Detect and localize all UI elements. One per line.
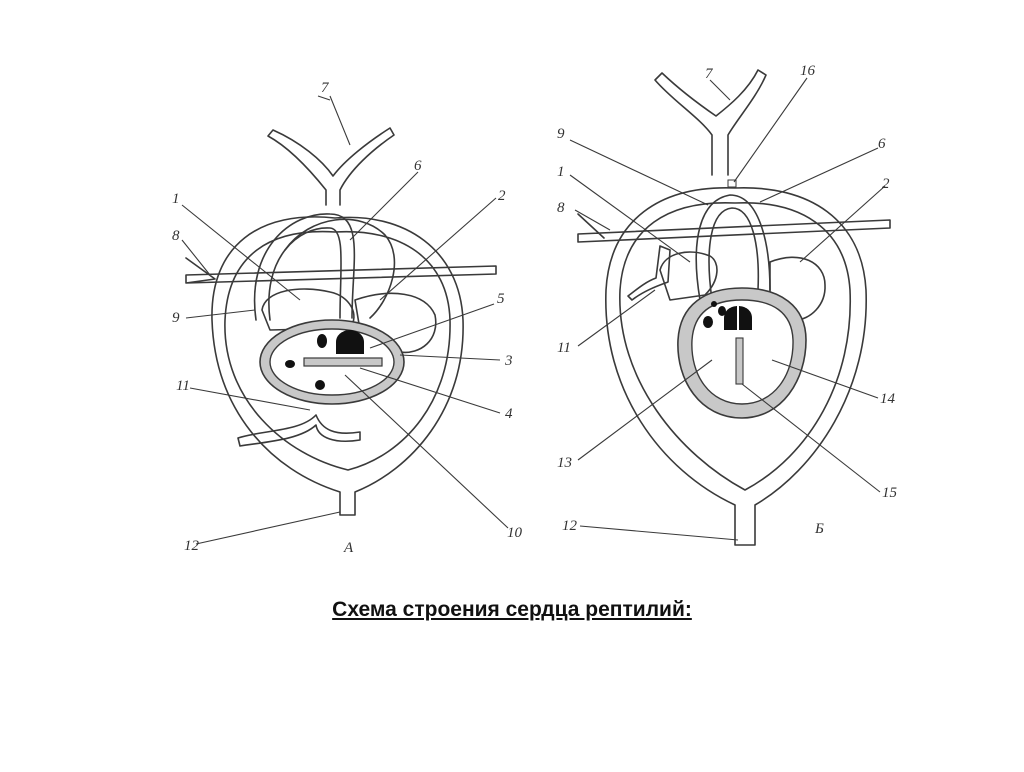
- figure-caption: Схема строения сердца рептилий:: [332, 598, 692, 621]
- diagram-b-panel-label: Б: [814, 521, 824, 537]
- diagram-a-arch-1-inner: [268, 227, 342, 321]
- diagram-a-label-8: 8: [172, 228, 180, 244]
- diagram-b-vessel-7: [654, 69, 767, 176]
- diagram-b-arch-6: [708, 207, 760, 301]
- diagram-a: 1 2 3 4 5 6 7 8 9 10 11 12 А: [172, 80, 523, 556]
- diagram-b-arch-9: [695, 194, 771, 301]
- diagram-a-valve-dot: [285, 360, 295, 368]
- diagram-b-inner-vessel: [619, 202, 851, 491]
- diagram-a-valve-dot: [317, 334, 327, 348]
- diagram-b: 9 1 2 6 7 16 8 11 13 14 15 12 Б: [557, 63, 898, 546]
- diagram-b-marker-16: [727, 179, 737, 188]
- diagram-a-valve-dot: [315, 380, 325, 390]
- diagram-b-label-8: 8: [557, 200, 565, 216]
- diagram-a-label-10: 10: [507, 525, 523, 541]
- diagram-b-valve-dot: [711, 301, 717, 307]
- diagram-a-label-9: 9: [172, 310, 180, 326]
- diagram-b-valve-dot: [703, 316, 713, 328]
- diagram-a-label-4: 4: [505, 406, 513, 422]
- diagram-b-vessel-8: [577, 213, 891, 243]
- diagram-b-label-14: 14: [880, 391, 896, 407]
- diagram-a-label-11: 11: [176, 378, 190, 394]
- diagram-a-label-12: 12: [184, 538, 200, 554]
- diagram-a-panel-label: А: [343, 540, 354, 556]
- diagram-b-label-6: 6: [878, 136, 886, 152]
- diagram-a-label-7: 7: [321, 80, 330, 96]
- diagram-a-label-1: 1: [172, 191, 180, 207]
- diagram-a-inner-vessel: [224, 230, 451, 471]
- diagram-b-label-9: 9: [557, 126, 565, 142]
- diagram-b-label-2: 2: [882, 176, 890, 192]
- diagram-a-label-2: 2: [498, 188, 506, 204]
- diagram-b-label-1: 1: [557, 164, 565, 180]
- diagram-b-label-13: 13: [557, 455, 572, 471]
- diagram-a-septum: [303, 357, 383, 367]
- diagram-a-label-5: 5: [497, 291, 505, 307]
- diagram-a-vessel-7: [267, 127, 395, 206]
- diagram-a-vessel-8: [185, 257, 497, 284]
- diagram-a-body-outline: [211, 216, 464, 516]
- diagram-b-septum: [735, 337, 744, 385]
- diagram-b-label-15: 15: [882, 485, 898, 501]
- diagram-b-label-7: 7: [705, 66, 714, 82]
- diagram-a-label-3: 3: [504, 353, 513, 369]
- diagram-a-valve-5: [336, 330, 364, 354]
- diagram-b-label-11: 11: [557, 340, 571, 356]
- diagram-b-valve-dot: [718, 306, 726, 316]
- diagram-a-label-6: 6: [414, 158, 422, 174]
- diagram-b-label-12: 12: [562, 518, 578, 534]
- diagram-a-vessel-11: [237, 414, 361, 447]
- diagram-b-leader-lines: [569, 77, 886, 541]
- diagram-a-leader-lines: [181, 95, 509, 545]
- diagram-b-vessel-11: [627, 245, 671, 301]
- diagram-b-body-outline: [605, 187, 867, 546]
- diagram-b-label-16: 16: [800, 63, 816, 79]
